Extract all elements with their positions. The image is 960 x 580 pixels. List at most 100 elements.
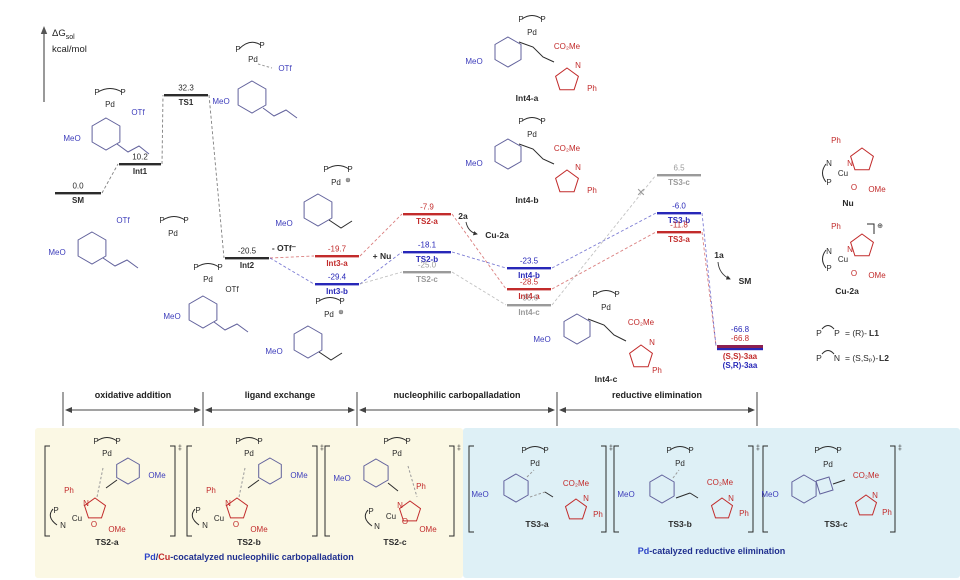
svg-text:TS2-b: TS2-b <box>237 537 261 547</box>
y-axis-label: ΔGsol kcal/mol <box>52 28 87 56</box>
svg-text:P: P <box>543 446 548 455</box>
annotation-OTf: - OTf⁻ <box>272 243 297 253</box>
svg-text:Nu: Nu <box>842 198 853 208</box>
svg-text:P: P <box>259 41 264 50</box>
svg-text:Pd: Pd <box>601 303 611 312</box>
svg-text:MeO: MeO <box>212 97 229 106</box>
svg-text:OTf: OTf <box>116 216 130 225</box>
svg-text:0.0: 0.0 <box>72 182 84 191</box>
svg-text:1a: 1a <box>714 250 724 260</box>
svg-text:P: P <box>217 263 222 272</box>
svg-text:-6.0: -6.0 <box>672 202 686 211</box>
svg-text:Ph: Ph <box>652 366 662 375</box>
svg-text:TS2-b: TS2-b <box>416 255 438 264</box>
svg-text:Ph: Ph <box>64 486 74 495</box>
svg-text:Ph: Ph <box>593 510 603 519</box>
svg-text:TS2-a: TS2-a <box>95 537 118 547</box>
svg-text:-7.9: -7.9 <box>420 203 434 212</box>
connector-Int4-a-TS3-a <box>551 231 657 290</box>
connector-Int1-TS1 <box>161 94 164 165</box>
stage-axis <box>62 392 758 426</box>
svg-text:32.3: 32.3 <box>178 84 194 93</box>
svg-text:TS2-a: TS2-a <box>416 217 438 226</box>
svg-text:Pd: Pd <box>527 28 537 37</box>
svg-text:-11.8: -11.8 <box>670 221 688 230</box>
svg-text:Int4-a: Int4-a <box>516 93 539 103</box>
svg-text:Ph: Ph <box>739 509 749 518</box>
svg-text:MeO: MeO <box>163 312 180 321</box>
svg-text:P: P <box>257 437 262 446</box>
svg-text:‡: ‡ <box>320 445 324 452</box>
svg-text:-25.0: -25.0 <box>418 261 437 270</box>
svg-text:P: P <box>53 506 58 515</box>
svg-text:Cu-2a: Cu-2a <box>485 230 509 240</box>
svg-text:CO₂Me: CO₂Me <box>853 471 880 480</box>
svg-text:P: P <box>816 328 822 338</box>
svg-text:Cu: Cu <box>838 169 848 178</box>
svg-text:P: P <box>347 165 352 174</box>
svg-text:Pd: Pd <box>324 310 334 319</box>
svg-text:P: P <box>159 216 164 225</box>
svg-text:Int3-a: Int3-a <box>326 259 348 268</box>
svg-text:N: N <box>583 494 589 503</box>
svg-text:O: O <box>851 269 857 278</box>
svg-text:-66.8: -66.8 <box>731 325 750 334</box>
svg-text:+ Nu: + Nu <box>373 251 392 261</box>
annotation-2a: 2a <box>458 211 468 221</box>
svg-text:OMe: OMe <box>108 525 126 534</box>
svg-text:Ph: Ph <box>831 136 841 145</box>
svg-text:‡: ‡ <box>898 445 902 452</box>
connector-Int4-c-TS3-c <box>551 174 657 306</box>
svg-text:P: P <box>816 353 822 363</box>
svg-text:TS3-c: TS3-c <box>824 519 847 529</box>
svg-text:TS2-c: TS2-c <box>416 275 438 284</box>
svg-text:P: P <box>93 437 98 446</box>
svg-text:(S,R)-3aa: (S,R)-3aa <box>723 361 758 370</box>
svg-text:Int4-c: Int4-c <box>518 308 540 317</box>
panel-reductive-elimination <box>463 428 960 578</box>
svg-text:Pd: Pd <box>392 449 402 458</box>
svg-text:⊕: ⊕ <box>338 309 344 316</box>
svg-text:N: N <box>826 247 832 256</box>
stage-label-nucleophilic-carbopalladation: nucleophilic carbopalladation <box>393 390 521 400</box>
svg-text:N: N <box>834 353 840 363</box>
connector-TS3-b-P3aa <box>701 212 717 347</box>
connector-TS2-a-Int4-a <box>451 213 507 290</box>
axis-label-dg: ΔG <box>52 28 66 39</box>
svg-text:OMe: OMe <box>290 471 308 480</box>
svg-text:CO₂Me: CO₂Me <box>563 479 590 488</box>
svg-text:‡: ‡ <box>756 445 760 452</box>
svg-text:Cu-2a: Cu-2a <box>835 286 859 296</box>
svg-text:Ph: Ph <box>206 486 216 495</box>
stage-label-ligand-exchange: ligand exchange <box>244 390 316 400</box>
svg-text:Cu: Cu <box>214 514 224 523</box>
svg-text:Pd: Pd <box>244 449 254 458</box>
svg-text:OTf: OTf <box>131 108 145 117</box>
svg-text:N: N <box>202 521 208 530</box>
svg-text:N: N <box>225 499 231 508</box>
connector-TS2-c-Int4-c <box>451 271 507 306</box>
svg-text:O: O <box>233 520 239 529</box>
svg-text:Int1: Int1 <box>133 167 148 176</box>
svg-text:(S,S)-3aa: (S,S)-3aa <box>723 352 758 361</box>
caption-part-slash: / <box>155 552 159 562</box>
svg-text:‡: ‡ <box>609 445 613 452</box>
svg-text:Pd: Pd <box>675 459 685 468</box>
svg-text:Ph: Ph <box>416 482 426 491</box>
svg-text:CO₂Me: CO₂Me <box>554 144 581 153</box>
svg-text:-66.8: -66.8 <box>731 334 750 343</box>
svg-text:P: P <box>195 506 200 515</box>
svg-text:P: P <box>814 446 819 455</box>
svg-text:OTf: OTf <box>278 64 292 73</box>
svg-text:Pd: Pd <box>331 178 341 187</box>
caption-part-rest: -cocatalyzed nucleophilic carbopalladati… <box>170 552 354 562</box>
